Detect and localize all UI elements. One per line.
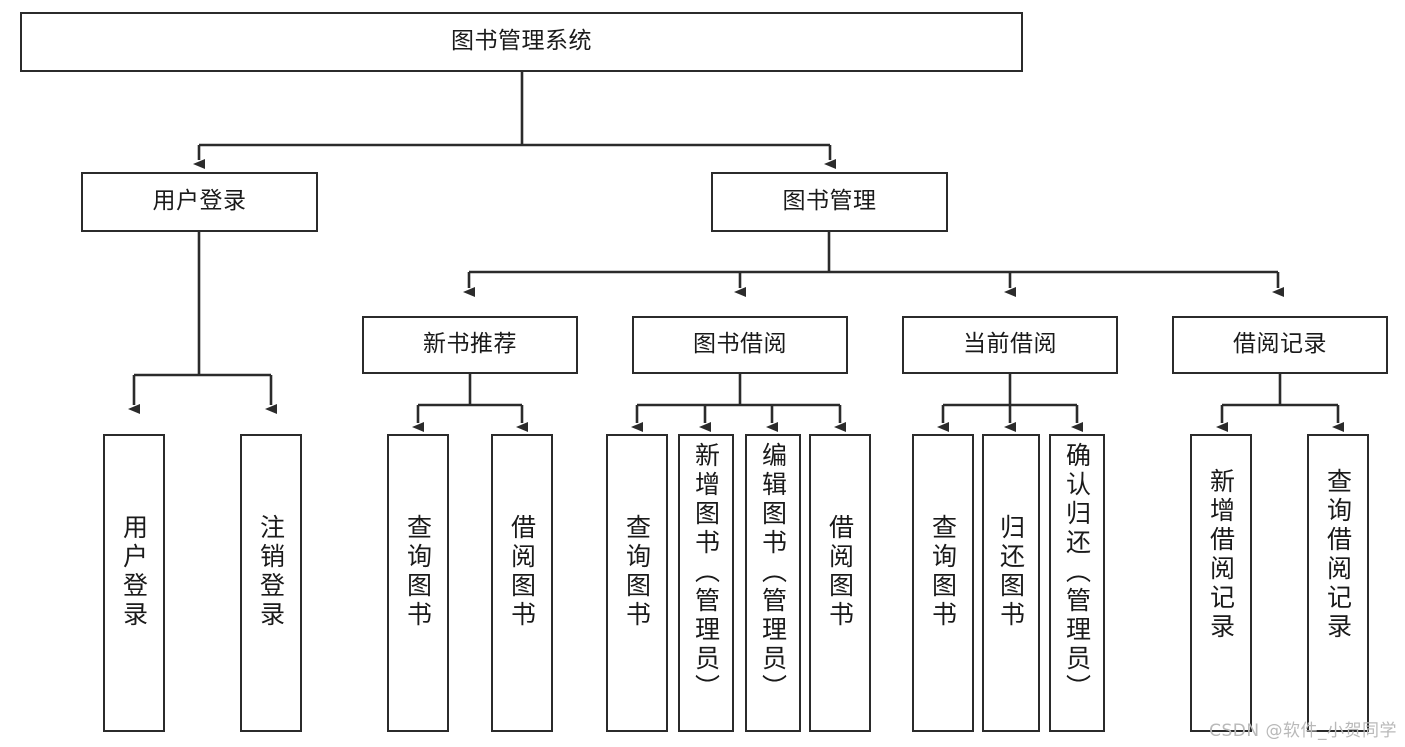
node-label: 查询借阅记录 — [1323, 468, 1353, 642]
node-label: 当前借阅 — [963, 331, 1057, 358]
node-leaf-query-borrow-record[interactable]: 查询借阅记录 — [1307, 434, 1369, 732]
node-label: 借阅记录 — [1233, 331, 1327, 358]
node-book-borrow[interactable]: 图书借阅 — [632, 316, 848, 374]
node-borrow-record[interactable]: 借阅记录 — [1172, 316, 1388, 374]
node-label: 图书管理 — [782, 188, 877, 215]
node-leaf-borrow-book[interactable]: 借阅图书 — [809, 434, 871, 732]
node-leaf-logout[interactable]: 注销登录 — [240, 434, 302, 732]
node-current-borrow[interactable]: 当前借阅 — [902, 316, 1118, 374]
node-label: 新书推荐 — [423, 331, 517, 358]
node-leaf-confirm-return-admin[interactable]: 确认归还（管理员） — [1049, 434, 1105, 732]
node-label: 查询图书 — [403, 514, 433, 630]
node-label: 新增图书（管理员） — [691, 442, 721, 703]
node-leaf-borrow-book-recommend[interactable]: 借阅图书 — [491, 434, 553, 732]
node-label: 用户登录 — [119, 514, 149, 630]
node-leaf-query-book-recommend[interactable]: 查询图书 — [387, 434, 449, 732]
node-leaf-add-borrow-record[interactable]: 新增借阅记录 — [1190, 434, 1252, 732]
node-label: 图书管理系统 — [451, 28, 592, 55]
csdn-watermark: CSDN @软件_小贺同学 — [1209, 721, 1397, 741]
node-label: 图书借阅 — [693, 331, 787, 358]
node-label: 查询图书 — [928, 514, 958, 630]
node-label: 用户登录 — [152, 188, 247, 215]
node-new-book-recommend[interactable]: 新书推荐 — [362, 316, 578, 374]
node-leaf-edit-book-admin[interactable]: 编辑图书（管理员） — [745, 434, 801, 732]
node-label: 借阅图书 — [825, 514, 855, 630]
node-root-system[interactable]: 图书管理系统 — [20, 12, 1023, 72]
node-leaf-add-book-admin[interactable]: 新增图书（管理员） — [678, 434, 734, 732]
node-leaf-query-book-current[interactable]: 查询图书 — [912, 434, 974, 732]
node-label: 注销登录 — [256, 514, 286, 630]
node-book-management[interactable]: 图书管理 — [711, 172, 948, 232]
node-label: 确认归还（管理员） — [1062, 442, 1092, 703]
node-leaf-user-login[interactable]: 用户登录 — [103, 434, 165, 732]
node-leaf-return-book[interactable]: 归还图书 — [982, 434, 1040, 732]
node-leaf-query-book[interactable]: 查询图书 — [606, 434, 668, 732]
node-user-login[interactable]: 用户登录 — [81, 172, 318, 232]
node-label: 归还图书 — [996, 514, 1026, 630]
node-label: 借阅图书 — [507, 514, 537, 630]
node-label: 新增借阅记录 — [1206, 468, 1236, 642]
node-label: 查询图书 — [622, 514, 652, 630]
node-label: 编辑图书（管理员） — [758, 442, 788, 703]
